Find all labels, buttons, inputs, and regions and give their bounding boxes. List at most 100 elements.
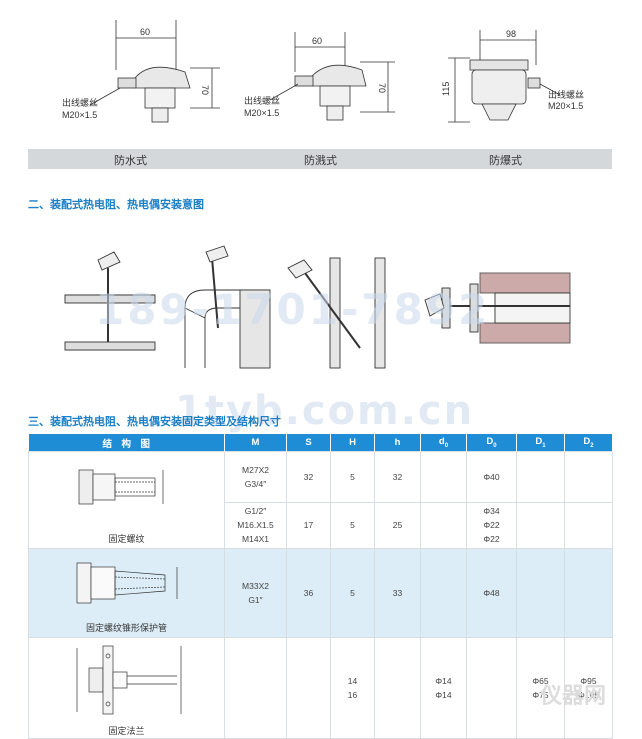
flange-fitting-drawing <box>76 645 182 715</box>
col-D0-sub: 0 <box>493 442 497 449</box>
outlet-label: 出线螺丝 <box>62 97 98 108</box>
cell-h-line: 16 <box>347 690 358 700</box>
cell-h-upper: 5 <box>330 548 375 638</box>
cell-s: 17 <box>286 501 331 550</box>
cell-D2-line: Φ95 <box>580 676 597 686</box>
dim-width-label: 98 <box>506 29 516 39</box>
col-D2-label: D <box>583 436 591 448</box>
col-D0: D0 <box>466 434 517 452</box>
installation-diagram <box>64 245 571 369</box>
cell-D1-line: Φ75 <box>532 690 549 700</box>
cell-h-lower <box>374 637 421 739</box>
section-2-title: 二、装配式热电阻、热电偶安装意图 <box>28 199 204 211</box>
cell-d0-line: Φ14 <box>435 690 452 700</box>
cell-m-line: G1″ <box>248 595 263 605</box>
cell-m-line: M27X2 <box>242 464 269 475</box>
col-D1: D1 <box>516 434 565 452</box>
dim-height-label: 70 <box>377 83 387 93</box>
explosionproof-box-drawing: 98 115 出线螺丝 M20×1.5 <box>441 29 584 123</box>
col-structure: 结 构 图 <box>28 434 225 452</box>
col-d0-sub: 0 <box>444 442 449 449</box>
caption-bar: 防水式 防溅式 防爆式 <box>28 149 612 169</box>
outlet-label: 出线螺丝 <box>548 89 584 100</box>
cell-d0 <box>420 501 467 550</box>
cell-D2 <box>564 501 613 550</box>
cell-h-upper: 5 <box>330 451 375 503</box>
cell-D1 <box>516 548 565 638</box>
col-h-lower: h <box>374 434 421 452</box>
cell-h-line: 14 <box>347 676 358 686</box>
splashproof-box-drawing: 60 70 出线螺丝 M20×1.5 <box>244 32 395 121</box>
cell-h-lower: 25 <box>374 501 421 550</box>
figure-cell-taper: 固定螺纹锥形保护管 <box>28 548 225 638</box>
elbow-pipe-install <box>184 245 271 369</box>
col-d0: d0 <box>420 434 467 452</box>
cell-D0-line: Φ34 <box>483 506 500 517</box>
section-3-title: 三、装配式热电阻、热电偶安装固定类型及结构尺寸 <box>28 416 281 428</box>
figure-label-taper: 固定螺纹锥形保护管 <box>85 623 167 633</box>
cell-m-line: M33X2 <box>242 581 269 591</box>
cell-D0-line: Φ22 <box>483 534 500 545</box>
junction-box-drawings: 60 70 出线螺丝 M20×1.5 60 70 <box>62 20 584 123</box>
taper-fitting-drawing <box>76 562 178 604</box>
figure-cell-flange: 固定法兰 <box>28 637 225 739</box>
cell-d0 <box>420 548 467 638</box>
col-D1-sub: 1 <box>542 442 546 449</box>
vertical-pipe-install <box>287 257 386 369</box>
col-d0-label: d <box>438 436 445 448</box>
outlet-spec: M20×1.5 <box>244 108 279 118</box>
col-m: M <box>224 434 287 452</box>
outlet-spec: M20×1.5 <box>548 101 583 111</box>
figure-cell-threaded: 固定螺纹 <box>28 451 225 549</box>
dim-width-label: 60 <box>140 27 150 37</box>
caption-waterproof: 防水式 <box>114 155 147 167</box>
horizontal-pipe-install <box>64 251 156 351</box>
cell-D1 <box>516 501 565 550</box>
cell-D1 <box>516 451 565 503</box>
table-header-row: 结 构 图 M S H h d0 D0 D1 D2 <box>28 434 613 452</box>
cell-m-line: G1/2″ <box>244 506 267 517</box>
cell-d0-line: Φ14 <box>435 676 452 686</box>
dim-height-label: 115 <box>441 82 451 96</box>
cell-m-line: M14X1 <box>242 534 269 545</box>
cell-s <box>286 637 331 739</box>
cell-D2 <box>564 548 613 638</box>
site-watermark: 1tyb.com.cn <box>175 388 475 434</box>
col-s: S <box>286 434 331 452</box>
figure-label-flange: 固定法兰 <box>108 726 145 736</box>
waterproof-box-drawing: 60 70 出线螺丝 M20×1.5 <box>62 20 220 123</box>
cell-D0 <box>466 637 517 739</box>
cell-s: 32 <box>286 451 331 503</box>
cell-s: 36 <box>286 548 331 638</box>
cell-m-line: G3/4″ <box>244 478 267 489</box>
threaded-fitting-drawing <box>78 469 164 505</box>
cell-D0: Φ40 <box>466 451 517 503</box>
cell-h-lower: 33 <box>374 548 421 638</box>
cell-D2 <box>564 451 613 503</box>
col-D1-label: D <box>535 436 543 448</box>
figure-label-threaded: 固定螺纹 <box>108 534 145 544</box>
caption-explosionproof: 防爆式 <box>489 155 522 167</box>
cell-m <box>224 637 287 739</box>
col-D2: D2 <box>564 434 613 452</box>
outlet-spec: M20×1.5 <box>62 110 97 120</box>
caption-splashproof: 防溅式 <box>304 155 337 167</box>
spec-table: 结 构 图 M S H h d0 D0 D1 D2 <box>28 434 613 739</box>
corner-watermark: 仪器网 <box>540 683 607 708</box>
cell-m-line: M16.X1.5 <box>237 520 274 531</box>
cell-d0 <box>420 451 467 503</box>
phone-watermark: 189-1701-7892 <box>95 285 491 334</box>
cell-D2-line: Φ105 <box>578 690 599 700</box>
dim-height-label: 70 <box>200 85 210 95</box>
wall-flange-install <box>424 272 571 344</box>
